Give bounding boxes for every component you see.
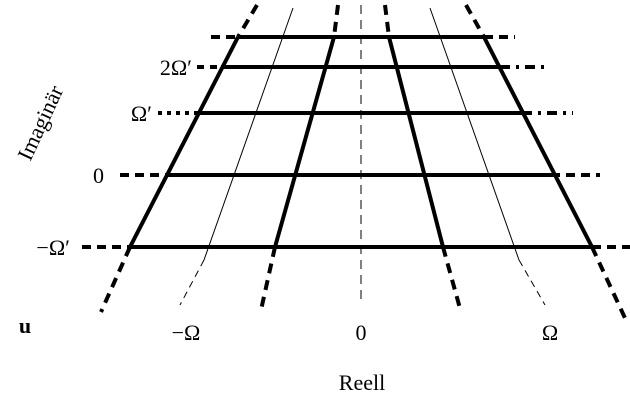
thin-lines [179,5,546,306]
cline-outer-left-ext-top [236,3,259,39]
cline-outer-right-ext-top [464,4,486,38]
cline-inner-left [273,36,336,248]
converging-dashed-extensions [99,3,627,319]
thin-line-left-ext [179,259,205,306]
cline-inner-right-ext-bottom [441,246,463,313]
thin-line-right [429,7,520,261]
imaginary-axis-label: Imaginär [12,81,69,164]
real-tick-omega: Ω [542,320,558,345]
converging-grid-lines [128,36,594,248]
thin-line-left [203,7,294,261]
imag-tick-zero: 0 [93,163,104,188]
cline-outer-left-ext-bottom [99,246,132,313]
real-tick-minus-omega: −Ω [172,320,201,345]
real-tick-zero: 0 [356,320,367,345]
cline-outer-right [482,36,594,248]
cline-inner-left-ext-top [332,4,340,38]
imag-tick-2omega: 2Ω′ [160,55,192,80]
imag-tick-omega: Ω′ [131,101,152,126]
cline-outer-left [128,36,240,248]
cline-inner-right [387,36,445,248]
horizontal-dashed-extensions [82,35,630,249]
cline-outer-right-ext-bottom [590,246,627,319]
cline-inner-left-ext-bottom [259,246,277,311]
cline-inner-right-ext-top [383,4,391,38]
thin-line-right-ext [518,259,546,306]
real-axis-label: Reell [339,370,385,395]
imag-tick-minus-omega: −Ω′ [36,235,70,260]
corner-label-u: u [19,313,31,338]
